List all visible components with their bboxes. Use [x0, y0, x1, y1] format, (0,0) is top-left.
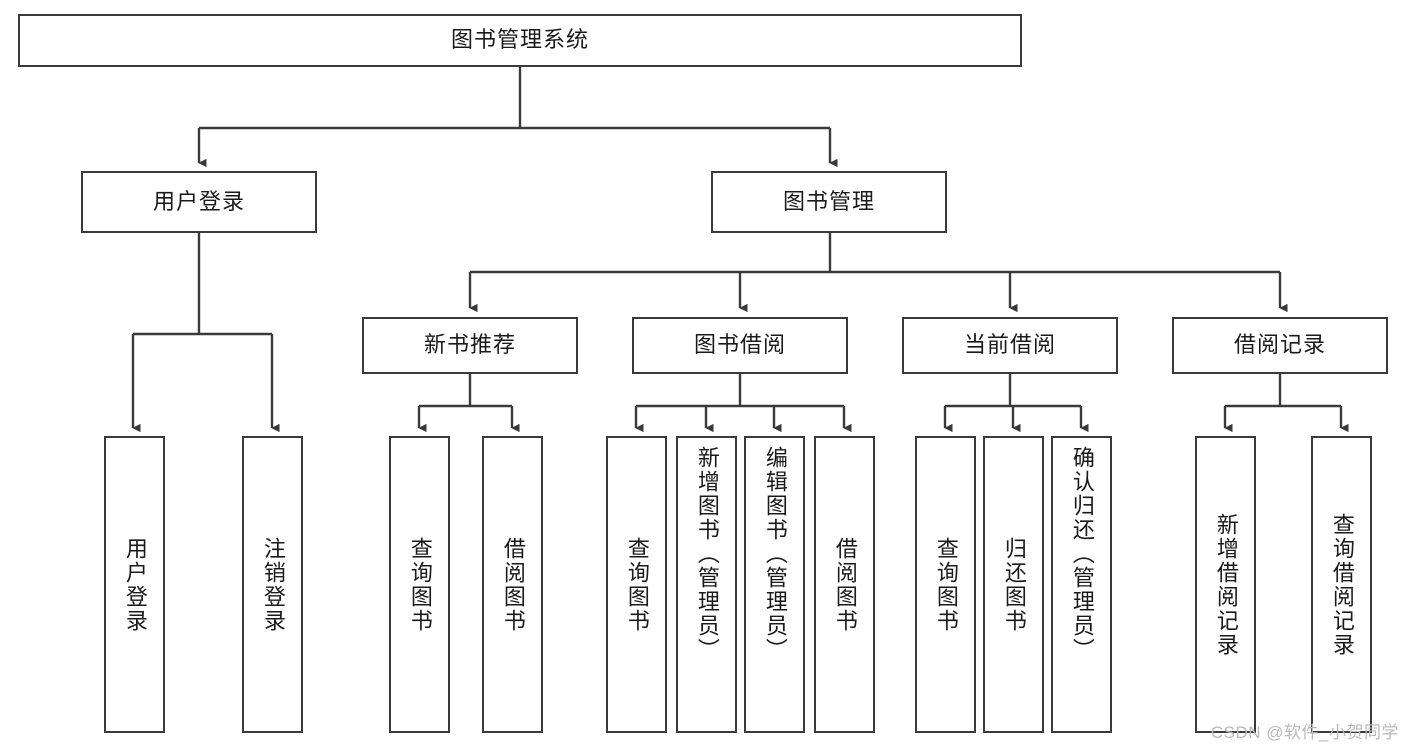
node-label: 注销登录 — [260, 536, 286, 633]
node-book-management[interactable]: 图书管理 — [711, 171, 947, 233]
leaf-confirm-return-admin[interactable]: 确认归还（管理员） — [1051, 436, 1112, 733]
node-label: 借阅记录 — [1233, 332, 1326, 358]
node-label: 归还图书 — [1001, 536, 1027, 633]
leaf-query-book-recommend[interactable]: 查询图书 — [389, 436, 450, 733]
leaf-borrow-book[interactable]: 借阅图书 — [814, 436, 875, 733]
node-label: 查询图书 — [933, 536, 959, 633]
leaf-query-book-borrow[interactable]: 查询图书 — [606, 436, 667, 733]
leaf-return-book[interactable]: 归还图书 — [983, 436, 1044, 733]
node-label: 新书推荐 — [423, 332, 516, 358]
node-label: 图书管理系统 — [450, 27, 589, 53]
node-borrow-record[interactable]: 借阅记录 — [1172, 317, 1388, 374]
leaf-edit-book-admin[interactable]: 编辑图书（管理员） — [744, 436, 805, 733]
node-label: 用户登录 — [122, 536, 148, 633]
node-label: 新增借阅记录 — [1213, 512, 1239, 657]
node-user-login[interactable]: 用户登录 — [81, 171, 317, 233]
node-label: 查询图书 — [407, 536, 433, 633]
node-label: 图书管理 — [782, 188, 875, 214]
node-label: 查询借阅记录 — [1329, 512, 1355, 657]
watermark-text: CSDN @软件_小贺同学 — [1210, 723, 1399, 742]
node-label: 图书借阅 — [693, 332, 786, 358]
node-root-book-management-system[interactable]: 图书管理系统 — [18, 14, 1022, 67]
leaf-borrow-book-recommend[interactable]: 借阅图书 — [482, 436, 543, 733]
leaf-add-book-admin[interactable]: 新增图书（管理员） — [676, 436, 737, 733]
node-label: 用户登录 — [152, 188, 245, 214]
leaf-add-borrow-record[interactable]: 新增借阅记录 — [1195, 436, 1256, 733]
leaf-logout[interactable]: 注销登录 — [242, 436, 303, 733]
node-book-borrow[interactable]: 图书借阅 — [632, 317, 848, 374]
leaf-user-login[interactable]: 用户登录 — [104, 436, 165, 733]
node-label: 借阅图书 — [500, 536, 526, 633]
leaf-query-borrow-record[interactable]: 查询借阅记录 — [1311, 436, 1372, 733]
leaf-query-book-current[interactable]: 查询图书 — [915, 436, 976, 733]
node-label: 编辑图书（管理员） — [762, 446, 788, 662]
node-new-book-recommend[interactable]: 新书推荐 — [362, 317, 578, 374]
node-label: 查询图书 — [624, 536, 650, 633]
node-label: 确认归还（管理员） — [1069, 446, 1095, 662]
node-label: 新增图书（管理员） — [694, 446, 720, 662]
node-current-borrow[interactable]: 当前借阅 — [902, 317, 1118, 374]
node-label: 当前借阅 — [963, 332, 1056, 358]
node-label: 借阅图书 — [832, 536, 858, 633]
